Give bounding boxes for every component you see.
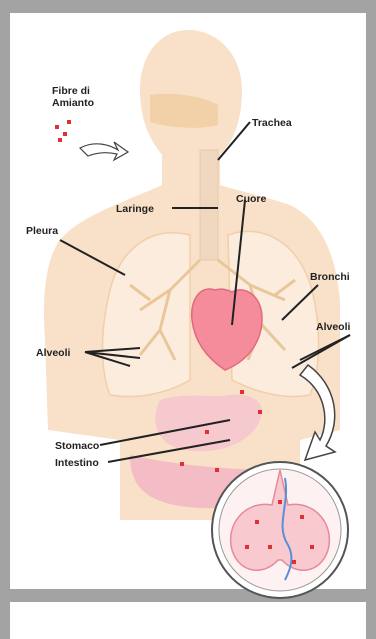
label-fibre-line2: Amianto xyxy=(52,97,94,109)
label-laringe: Laringe xyxy=(116,203,154,215)
label-alveoli-right: Alveoli xyxy=(316,321,351,333)
label-cuore: Cuore xyxy=(236,193,266,205)
alveoli-zoom-circle xyxy=(212,462,348,598)
trachea-tube xyxy=(200,150,218,260)
fiber-particles xyxy=(55,120,71,142)
label-intestino: Intestino xyxy=(55,457,99,469)
inhalation-arrow xyxy=(80,142,128,160)
label-trachea: Trachea xyxy=(252,117,292,129)
label-fibre-line1: Fibre di xyxy=(52,85,90,97)
label-alveoli-left: Alveoli xyxy=(36,347,71,359)
label-stomaco: Stomaco xyxy=(55,440,99,452)
label-bronchi: Bronchi xyxy=(310,271,350,283)
label-pleura: Pleura xyxy=(26,225,58,237)
